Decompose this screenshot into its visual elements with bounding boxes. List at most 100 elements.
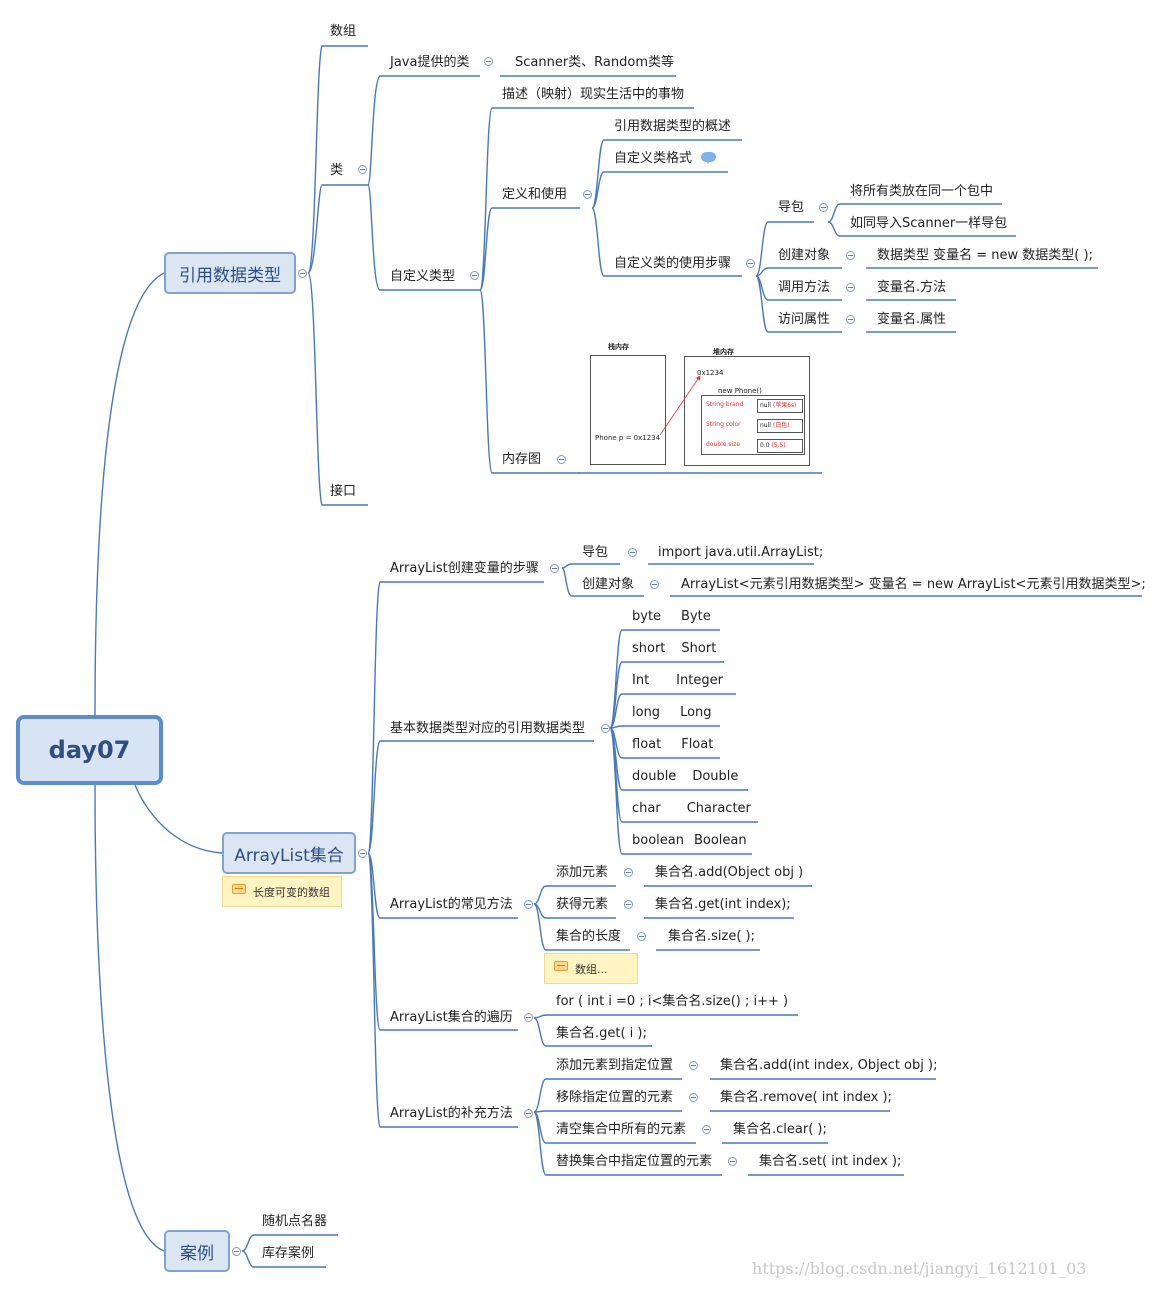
node-import-item[interactable]: 将所有类放在同一个包中 [850,184,994,199]
node-array[interactable]: 数组 [330,24,357,39]
node-method-size[interactable]: 集合的长度 [556,929,622,944]
node-wrappers[interactable]: 基本数据类型对应的引用数据类型 [390,721,586,736]
collapse-icon[interactable] [524,900,533,909]
node-format[interactable]: 自定义类格式 [614,151,693,166]
node-create-steps[interactable]: ArrayList创建变量的步骤 [390,561,539,576]
node-extra-item[interactable]: 替换集合中指定位置的元素 [556,1154,713,1169]
node-extra-item[interactable]: 添加元素到指定位置 [556,1058,674,1073]
node-al-import-value[interactable]: import java.util.ArrayList; [658,545,824,560]
node-method-add-value[interactable]: 集合名.add(Object obj ) [655,865,804,880]
collapse-icon[interactable] [628,548,637,557]
node-al-import[interactable]: 导包 [582,545,609,560]
node-step-access-value[interactable]: 变量名.属性 [877,312,947,327]
collapse-icon[interactable] [819,203,828,212]
collapse-icon[interactable] [846,315,855,324]
collapse-icon[interactable] [232,1247,241,1256]
node-traverse-get[interactable]: 集合名.get( i ); [556,1026,647,1041]
collapse-icon[interactable] [470,271,479,280]
node-java-class-value[interactable]: Scanner类、Random类等 [515,55,675,70]
node-step-call[interactable]: 调用方法 [778,280,831,295]
collapse-icon[interactable] [484,57,493,66]
node-extra-item[interactable]: 移除指定位置的元素 [556,1090,674,1105]
node-steps[interactable]: 自定义类的使用步骤 [614,256,732,271]
collapse-icon[interactable] [702,1125,711,1134]
collapse-icon[interactable] [358,849,367,858]
node-cases[interactable]: 案例 [164,1230,230,1272]
node-method-add[interactable]: 添加元素 [556,865,609,880]
node-extra[interactable]: ArrayList的补充方法 [390,1106,513,1121]
collapse-icon[interactable] [524,1109,533,1118]
collapse-icon[interactable] [557,455,566,464]
stack-var: Phone p = 0x1234 [595,434,661,442]
collapse-icon[interactable] [637,932,646,941]
node-define-use[interactable]: 定义和使用 [502,187,568,202]
node-traverse[interactable]: ArrayList集合的遍历 [390,1010,513,1025]
collapse-icon[interactable] [601,724,610,733]
collapse-icon[interactable] [583,190,592,199]
collapse-icon[interactable] [524,1013,533,1022]
node-ref-types[interactable]: 引用数据类型 [164,252,296,294]
collapse-icon[interactable] [358,165,367,174]
stack-title: 栈内存 [608,343,629,351]
collapse-icon[interactable] [624,868,633,877]
note-arraylist[interactable]: 长度可变的数组 [222,876,342,907]
node-arraylist[interactable]: ArrayList集合 [222,832,356,874]
pointer-arrow [659,375,701,436]
node-step-create-value[interactable]: 数据类型 变量名 = new 数据类型( ); [877,248,1093,263]
wrapper-type: Long [680,705,712,720]
node-import-item[interactable]: 如同导入Scanner一样导包 [850,216,1008,231]
node-traverse-loop[interactable]: for ( int i =0 ; i<集合名.size() ; i++ ) [556,994,789,1009]
field-new-value: (5.5) [771,442,786,449]
node-case-item[interactable]: 库存案例 [262,1246,315,1261]
node-step-access[interactable]: 访问属性 [778,312,831,327]
collapse-icon[interactable] [846,251,855,260]
collapse-icon[interactable] [624,900,633,909]
note-methods[interactable]: 数组... [544,953,638,984]
node-step-create[interactable]: 创建对象 [778,248,831,263]
collapse-icon[interactable] [689,1093,698,1102]
collapse-icon[interactable] [846,283,855,292]
node-class[interactable]: 类 [330,163,344,178]
node-java-class[interactable]: Java提供的类 [390,55,470,70]
node-extra-value[interactable]: 集合名.clear( ); [733,1122,827,1137]
heap-box [684,356,810,466]
node-method-get[interactable]: 获得元素 [556,897,609,912]
node-step-call-value[interactable]: 变量名.方法 [877,280,947,295]
node-memory[interactable]: 内存图 [502,452,542,467]
node-describe[interactable]: 描述（映射）现实生活中的事物 [502,87,685,102]
node-al-create-value[interactable]: ArrayList<元素引用数据类型> 变量名 = new ArrayList<… [681,577,1146,592]
wrapper-type: Boolean [693,833,747,848]
node-method-get-value[interactable]: 集合名.get(int index); [655,897,791,912]
field-box: null (苹果6s) [757,399,803,413]
node-extra-value[interactable]: 集合名.remove( int index ); [720,1090,892,1105]
collapse-icon[interactable] [650,580,659,589]
node-al-create[interactable]: 创建对象 [582,577,635,592]
node-extra-value[interactable]: 集合名.add(int index, Object obj ); [720,1058,938,1073]
node-method-size-value[interactable]: 集合名.size( ); [668,929,755,944]
node-overview[interactable]: 引用数据类型的概述 [614,119,732,134]
collapse-icon[interactable] [550,564,559,573]
node-extra-value[interactable]: 集合名.set( int index ); [759,1154,902,1169]
wrapper-type: Integer [676,673,723,688]
collapse-icon[interactable] [746,259,755,268]
collapse-icon[interactable] [728,1157,737,1166]
node-step-import[interactable]: 导包 [778,200,805,215]
root-node[interactable]: day07 [16,715,163,785]
node-case-item[interactable]: 随机点名器 [262,1214,328,1229]
node-extra-item[interactable]: 清空集合中所有的元素 [556,1122,687,1137]
node-methods[interactable]: ArrayList的常见方法 [390,897,513,912]
collapse-icon[interactable] [298,269,307,278]
node-interface[interactable]: 接口 [330,484,357,499]
collapse-icon[interactable] [689,1061,698,1070]
node-custom-type[interactable]: 自定义类型 [390,269,456,284]
comment-icon[interactable] [701,152,716,164]
